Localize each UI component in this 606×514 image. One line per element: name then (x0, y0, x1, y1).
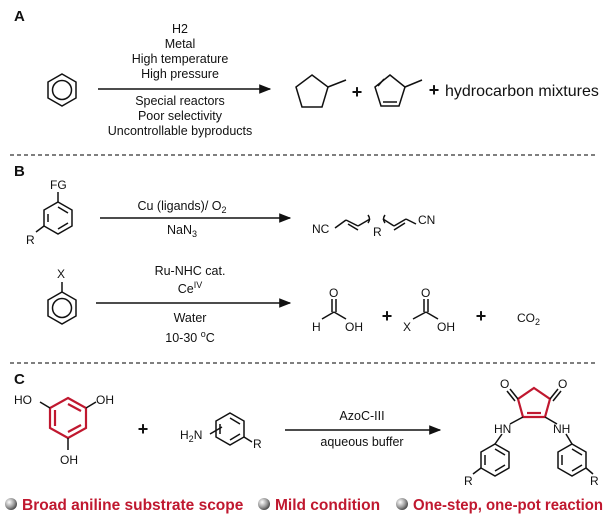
r-label-c-left: R (464, 474, 473, 488)
feature-label: Mild condition (275, 497, 380, 514)
formic-oh: OH (345, 320, 363, 334)
formic-acid (321, 299, 347, 320)
cond-c-buffer: aqueous buffer (320, 435, 403, 449)
cond-a-h2: H2 (172, 22, 188, 36)
cond-c-enzyme: AzoC-III (339, 409, 384, 423)
cyclopentenedione-product (472, 386, 594, 477)
feature-mild-condition: Mild condition (258, 497, 380, 514)
plus-b2: + (476, 306, 487, 326)
o-left: O (500, 377, 509, 391)
cond-a-metal: Metal (165, 37, 196, 51)
bullet-icon (258, 498, 270, 510)
dinitrile-product (334, 214, 417, 231)
r-label-product: R (373, 225, 382, 239)
haloformic-acid (412, 299, 439, 320)
cond-b2-water: Water (174, 311, 207, 325)
r-label-b1: R (26, 233, 35, 247)
plus-c: + (138, 419, 149, 439)
xcooh-oh: OH (437, 320, 455, 334)
cond-b1-cu: Cu (ligands)/ O2 (137, 199, 226, 215)
feature-label: Broad aniline substrate scope (22, 497, 244, 514)
benzene-a (47, 73, 77, 107)
r-label-c-right: R (590, 474, 599, 488)
xcooh-x: X (403, 320, 411, 334)
xcooh-o: O (421, 286, 430, 300)
o-right: O (558, 377, 567, 391)
plus-a1: + (352, 82, 363, 102)
cond-a-temp: High temperature (132, 52, 229, 66)
oh-right: OH (96, 393, 114, 407)
bullet-icon (5, 498, 17, 510)
panel-b-label: B (14, 163, 25, 180)
bullet-icon (396, 498, 408, 510)
products-hydrocarbon-mixtures: hydrocarbon mixtures (445, 83, 599, 100)
methylcyclopentane (295, 74, 347, 108)
amine-label: H2N (180, 428, 202, 444)
cond-a-reactors: Special reactors (135, 94, 225, 108)
substituted-arene-b1 (35, 192, 73, 235)
r-label-c: R (253, 437, 262, 451)
cond-b1-nan3: NaN3 (167, 223, 197, 239)
cond-a-selectivity: Poor selectivity (138, 109, 223, 123)
halo-arene-b2 (47, 282, 77, 325)
cond-b2-temp: 10-30 oC (165, 329, 215, 345)
plus-b1: + (382, 306, 393, 326)
nh-label: NH (553, 422, 570, 436)
cond-a-byproducts: Uncontrollable byproducts (108, 124, 253, 138)
ho-left: HO (14, 393, 32, 407)
panel-c-label: C (14, 371, 25, 388)
fg-label: FG (50, 178, 67, 192)
phloroglucinol (39, 396, 97, 450)
co2-label: CO2 (517, 311, 540, 327)
x-label-b2: X (57, 267, 65, 281)
cond-b2-cerium: CeIV (178, 280, 203, 296)
cond-a-pressure: High pressure (141, 67, 219, 81)
feature-label: One-step, one-pot reaction (413, 497, 603, 514)
nc-label: NC (312, 222, 330, 236)
hn-label: HN (494, 422, 511, 436)
feature-broad-scope: Broad aniline substrate scope (5, 497, 244, 514)
cond-b2-catalyst: Ru-NHC cat. (155, 264, 226, 278)
formic-h: H (312, 320, 321, 334)
feature-one-pot: One-step, one-pot reaction (396, 497, 603, 514)
plus-a2: + (429, 80, 440, 100)
panel-a-label: A (14, 8, 25, 25)
oh-bottom: OH (60, 453, 78, 467)
cn-label: CN (418, 213, 435, 227)
methylcyclopentadiene (374, 74, 423, 107)
aniline-ring (209, 412, 253, 446)
formic-o: O (329, 286, 338, 300)
